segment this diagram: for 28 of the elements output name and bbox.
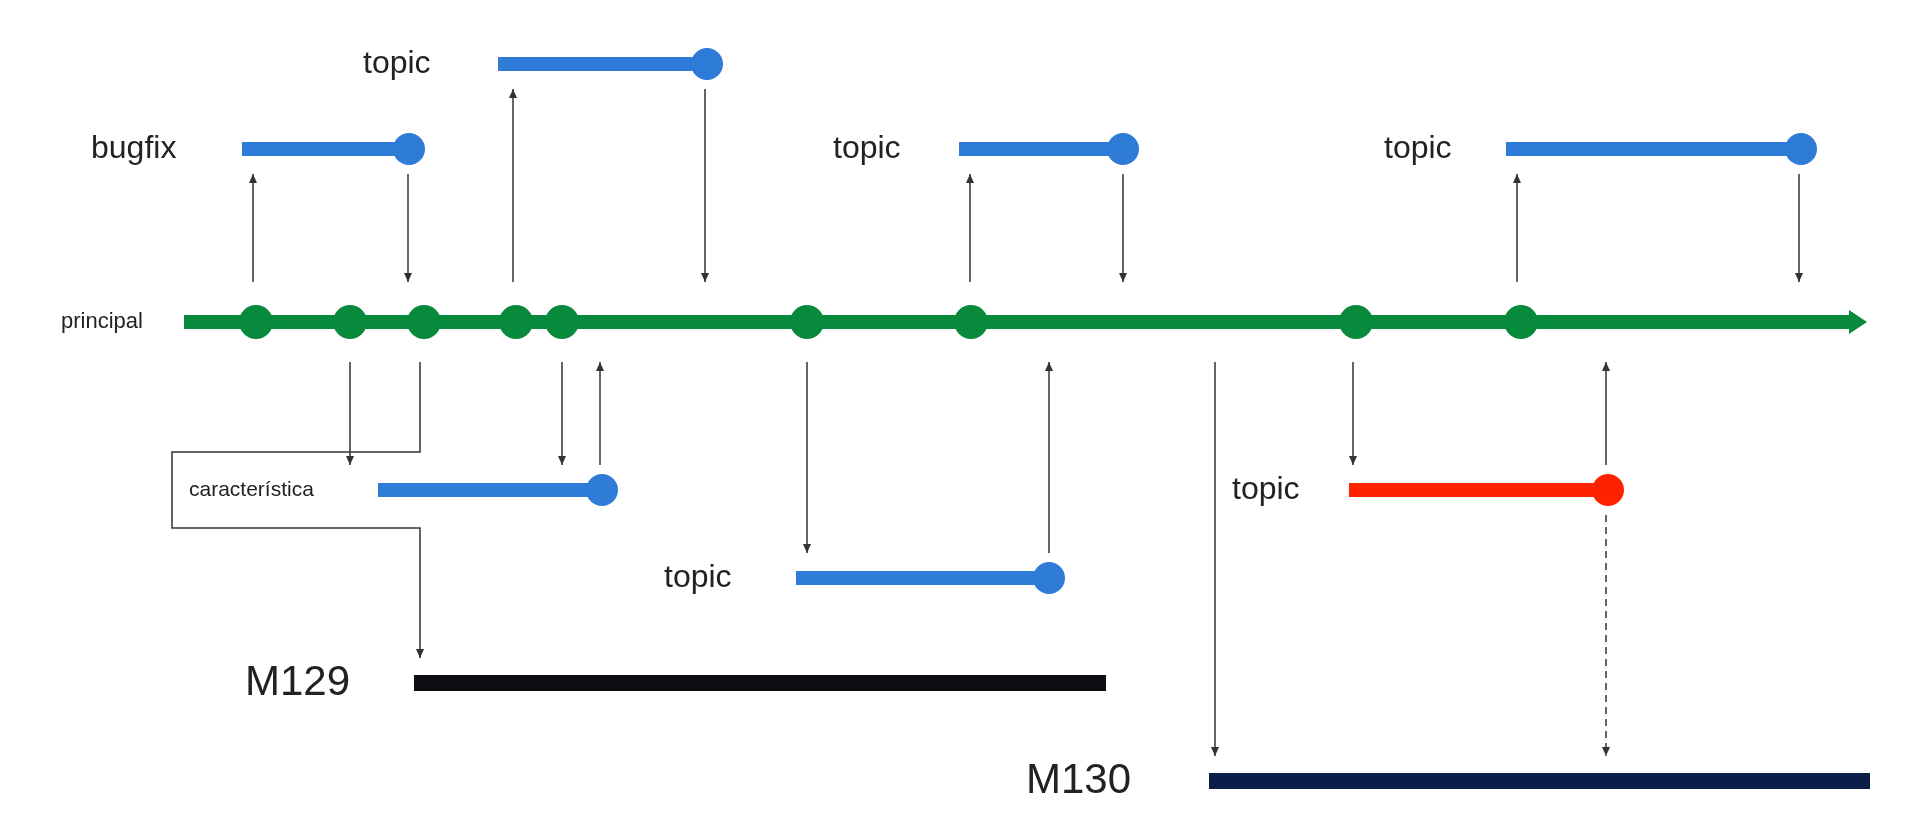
branch-label: bugfix xyxy=(91,131,177,164)
arrow xyxy=(171,361,424,659)
branch-label: topic xyxy=(363,46,431,79)
arrow xyxy=(1045,361,1053,554)
release-label: M129 xyxy=(245,659,351,702)
branch-label: topic xyxy=(1232,472,1300,505)
arrow xyxy=(404,173,412,283)
arrow xyxy=(1795,173,1803,283)
branch-label: característica xyxy=(189,478,314,500)
arrow xyxy=(803,361,811,554)
branch-label: topic xyxy=(664,560,732,593)
arrow xyxy=(346,361,354,466)
arrow xyxy=(966,173,974,283)
arrow xyxy=(558,361,566,466)
arrow xyxy=(1211,361,1219,757)
arrow xyxy=(1349,361,1357,466)
branch-label: principal xyxy=(61,309,143,332)
arrow xyxy=(596,361,604,466)
release-label: M130 xyxy=(1026,757,1132,800)
branch-label: topic xyxy=(833,131,901,164)
arrow xyxy=(1513,173,1521,283)
arrow xyxy=(509,88,517,283)
arrow xyxy=(249,173,257,283)
dashed-arrow xyxy=(1602,514,1610,757)
arrow xyxy=(1119,173,1127,283)
arrow xyxy=(701,88,709,283)
branch-label: topic xyxy=(1384,131,1452,164)
arrow xyxy=(1602,361,1610,466)
